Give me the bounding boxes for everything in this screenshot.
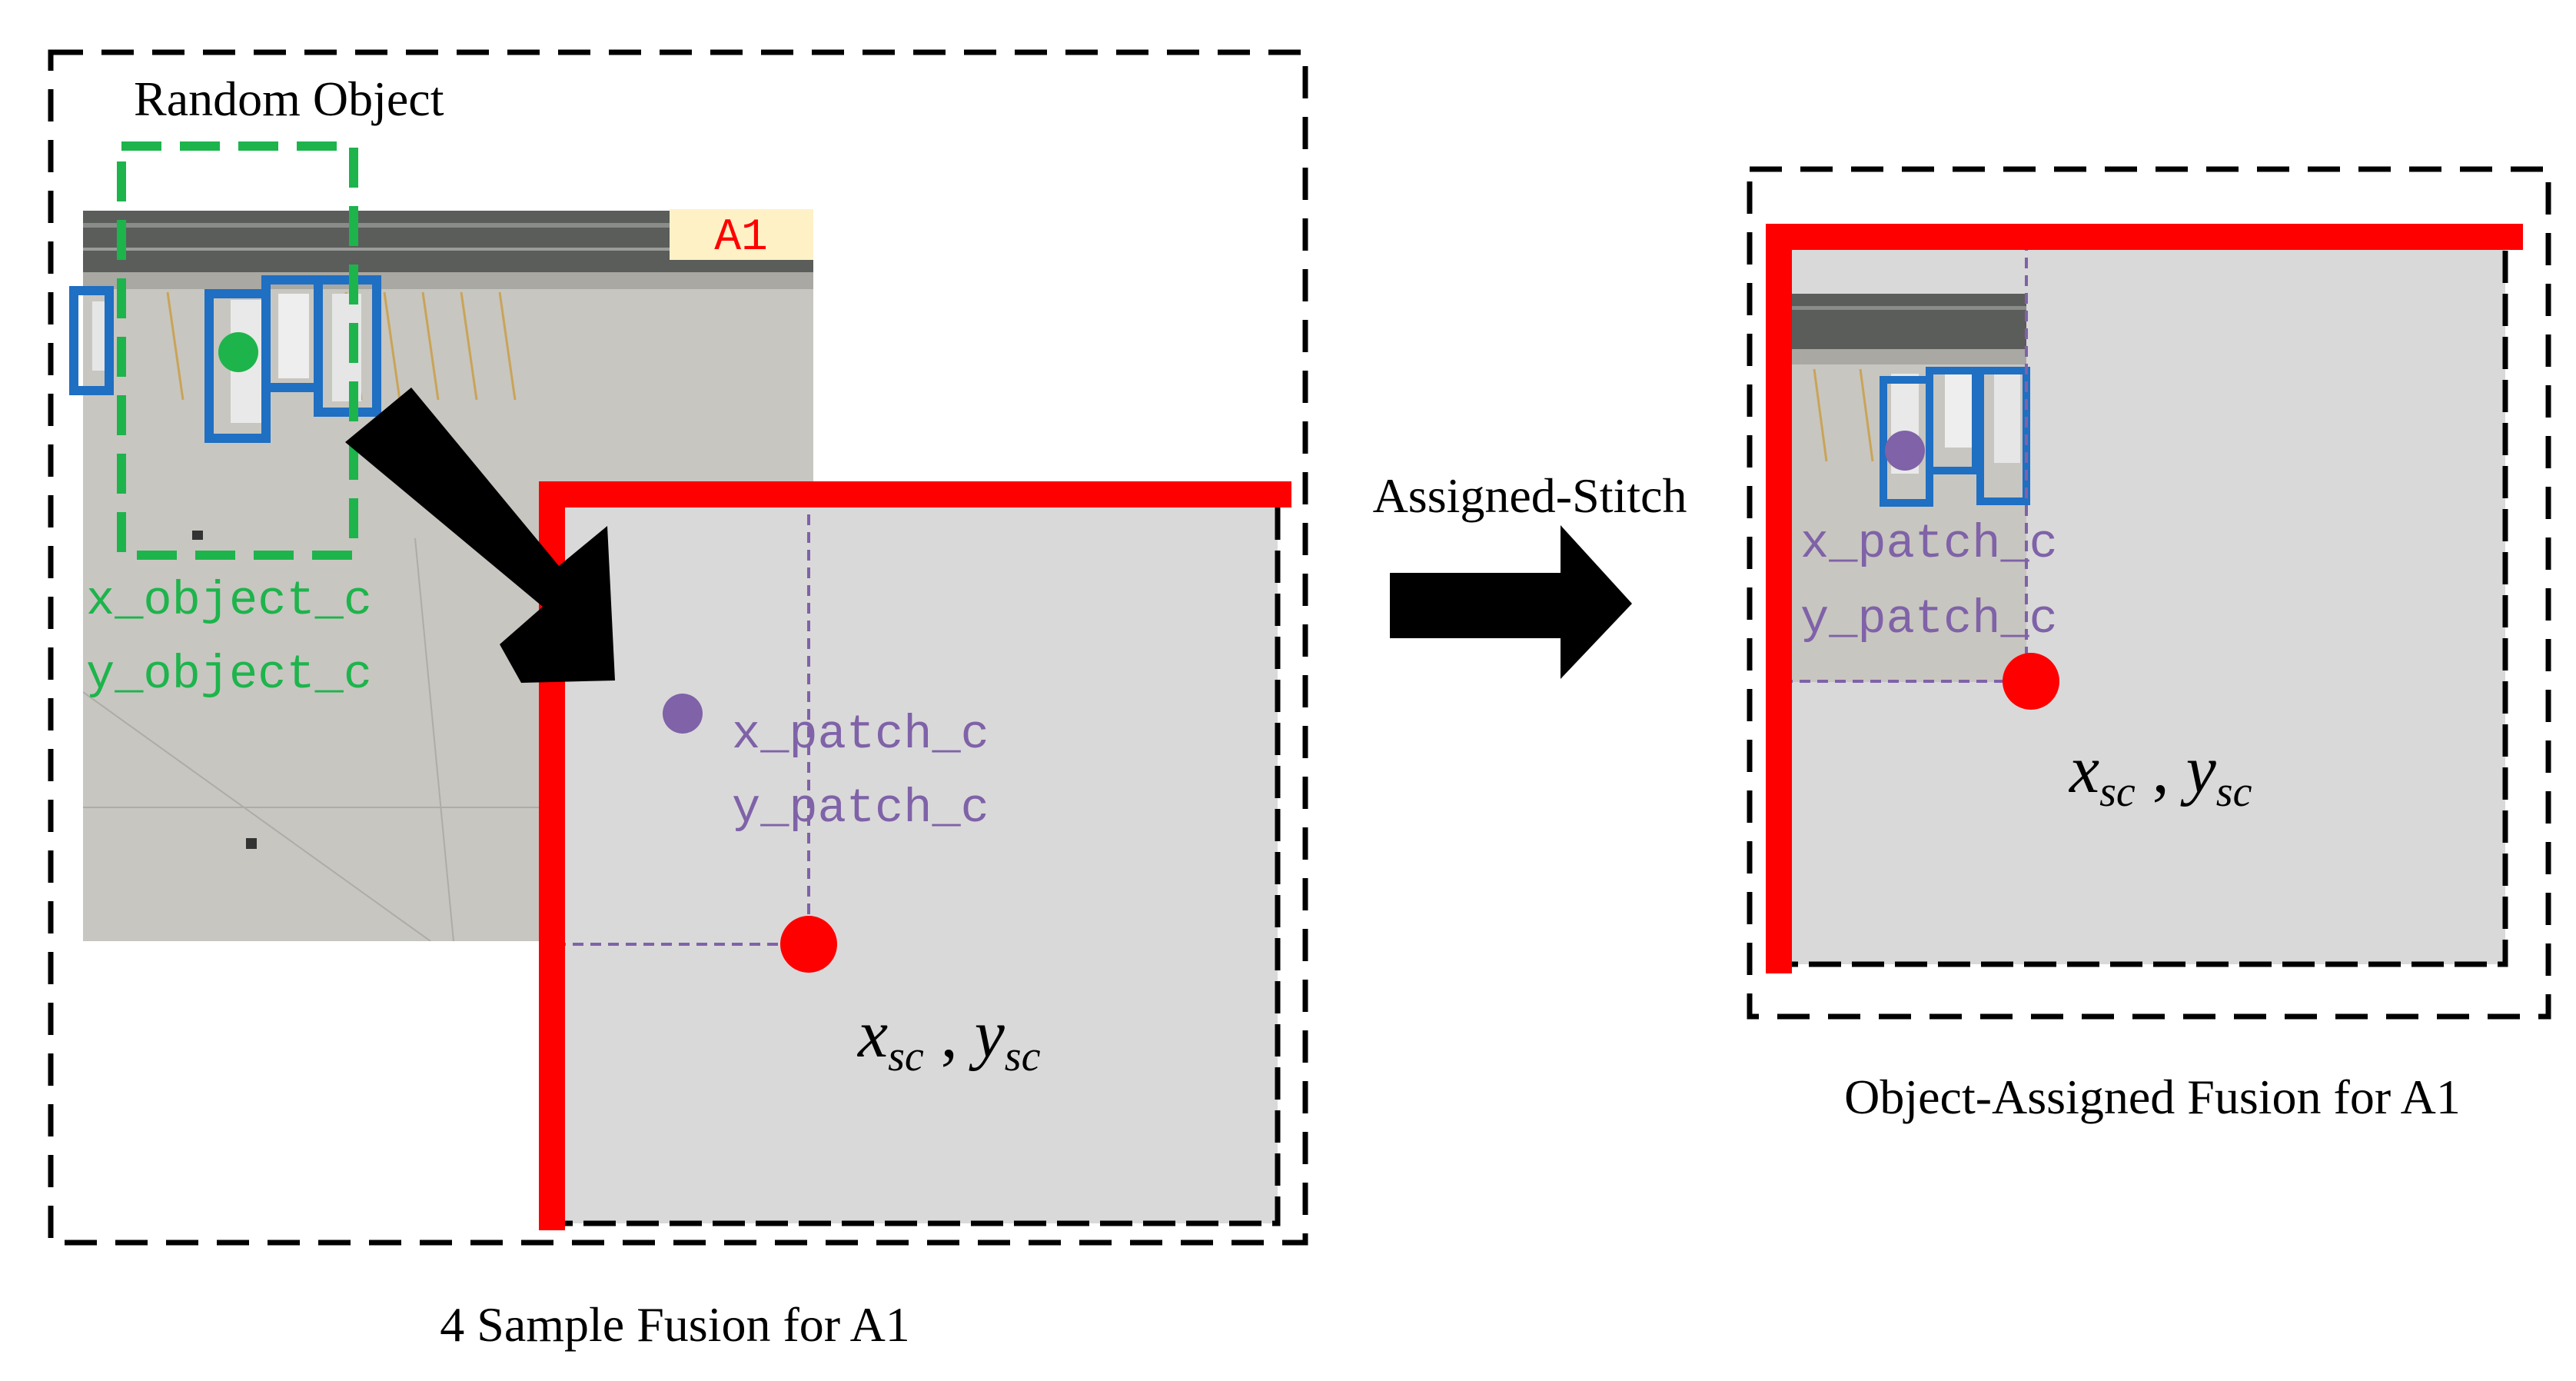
- left-panel-caption: 4 Sample Fusion for A1: [440, 1297, 910, 1352]
- stitch-point-dot-right: [2003, 653, 2059, 710]
- patch-center-y-label-right: y_patch_c: [1800, 592, 2058, 647]
- patch-dashed-edge-right: [1782, 251, 2508, 967]
- patch-center-dot-right: [1885, 431, 1925, 471]
- image-tag-bg: [670, 209, 813, 260]
- stitch-border-left: [539, 481, 1291, 1230]
- object-center-dot: [218, 332, 258, 372]
- patch-dashed-edge: [555, 507, 1281, 1226]
- object-box: [314, 275, 381, 417]
- patch-center-x-label: x_patch_c: [732, 707, 989, 762]
- random-object-label: Random Object: [134, 72, 444, 126]
- stitch-point-label-right: xsc , ysc: [2068, 733, 2252, 816]
- object-center-x-label: x_object_c: [86, 574, 372, 628]
- patch-region-left: [555, 497, 1278, 1223]
- right-panel-frame: [1747, 166, 2551, 1020]
- diagonal-arrow: [345, 388, 615, 683]
- random-object-box: [117, 141, 358, 560]
- stitch-point-dot: [780, 916, 837, 973]
- object-center-y-label: y_object_c: [86, 647, 372, 702]
- assigned-stitch-label: Assigned-Stitch: [1373, 468, 1687, 523]
- left-panel-frame: [48, 49, 1308, 1246]
- right-panel-caption: Object-Assigned Fusion for A1: [1844, 1070, 2461, 1124]
- image-tag-a1: A1: [714, 213, 768, 263]
- object-box: [69, 286, 114, 395]
- stitch-point-label: xsc , ysc: [856, 997, 1041, 1080]
- object-boxes-left: [69, 275, 381, 443]
- stitch-border-right: [1766, 224, 2523, 973]
- patch-center-dot: [663, 694, 703, 734]
- assigned-stitch-arrow: [1390, 525, 1632, 679]
- patch-center-x-label-right: x_patch_c: [1800, 517, 2058, 571]
- object-box: [1926, 367, 1979, 474]
- patch-center-y-label: y_patch_c: [732, 781, 989, 836]
